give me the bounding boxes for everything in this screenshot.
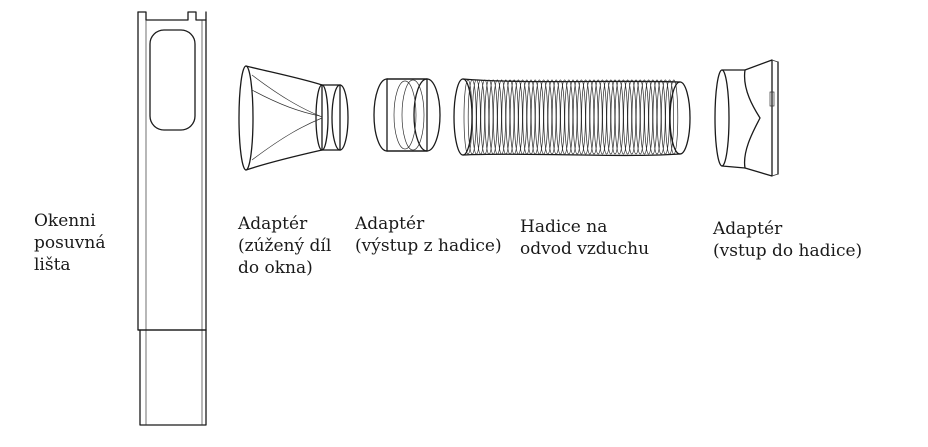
label-line: odvod vzduchu	[520, 238, 649, 260]
tapered-adapter-icon	[239, 66, 348, 170]
label-adapter-hose-outlet: Adaptér (výstup z hadice)	[355, 213, 502, 257]
label-line: Adaptér	[238, 213, 331, 235]
label-window-slider: Okenni posuvná lišta	[34, 210, 105, 276]
window-slider-panel-icon	[138, 12, 206, 425]
label-line: Adaptér	[355, 213, 502, 235]
label-adapter-hose-inlet: Adaptér (vstup do hadice)	[713, 218, 862, 262]
label-adapter-window: Adaptér (zúžený díl do okna)	[238, 213, 331, 279]
corrugated-hose-icon	[454, 79, 690, 155]
label-line: Adaptér	[713, 218, 862, 240]
label-line: Okenni	[34, 210, 105, 232]
unit-inlet-adapter-icon	[715, 60, 778, 176]
label-line: (zúžený díl	[238, 235, 331, 257]
label-line: (vstup do hadice)	[713, 240, 862, 262]
label-line: Hadice na	[520, 216, 649, 238]
label-exhaust-hose: Hadice na odvod vzduchu	[520, 216, 649, 260]
label-line: (výstup z hadice)	[355, 235, 502, 257]
ring-adapter-icon	[374, 79, 440, 151]
label-line: lišta	[34, 254, 105, 276]
label-line: posuvná	[34, 232, 105, 254]
label-line: do okna)	[238, 257, 331, 279]
